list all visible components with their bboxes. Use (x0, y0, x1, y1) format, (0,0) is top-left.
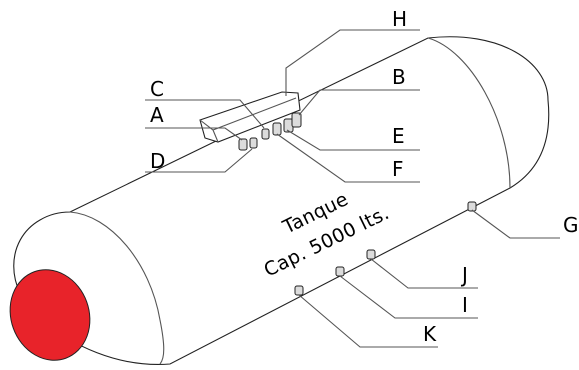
leader-H (285, 29, 420, 96)
leader-F (276, 133, 420, 183)
label-J: J (460, 263, 468, 287)
label-I: I (462, 293, 468, 317)
top-fittings (238, 112, 302, 151)
leader-K (298, 294, 438, 348)
tank-front-end-edge (69, 211, 165, 365)
fitting-A (238, 138, 248, 151)
leader-lines (145, 29, 560, 348)
fitting-D (249, 137, 258, 149)
leader-D (145, 148, 253, 173)
fitting-B (291, 112, 302, 128)
leader-C (145, 99, 265, 129)
leader-E (286, 129, 420, 151)
fitting-G (467, 201, 477, 212)
label-K: K (423, 322, 437, 346)
fitting-J (366, 249, 376, 260)
leader-B (298, 89, 420, 116)
fitting-F (272, 122, 282, 136)
manhole-cover (199, 91, 301, 143)
label-F: F (392, 157, 404, 181)
label-G: G (563, 213, 579, 237)
fitting-C (261, 128, 270, 140)
label-H: H (392, 7, 407, 31)
fitting-K (294, 285, 304, 296)
red-end-cap (9, 269, 91, 361)
label-C: C (150, 77, 164, 101)
leader-A (145, 127, 243, 141)
label-B: B (392, 65, 406, 89)
fitting-I (335, 266, 345, 277)
label-A: A (150, 103, 164, 127)
leader-J (370, 258, 478, 289)
label-D: D (150, 149, 165, 173)
leader-I (339, 275, 478, 319)
tank-rear-end-edge (427, 37, 511, 189)
tank-body (13, 36, 550, 366)
label-E: E (392, 124, 405, 148)
leader-G (471, 209, 560, 239)
